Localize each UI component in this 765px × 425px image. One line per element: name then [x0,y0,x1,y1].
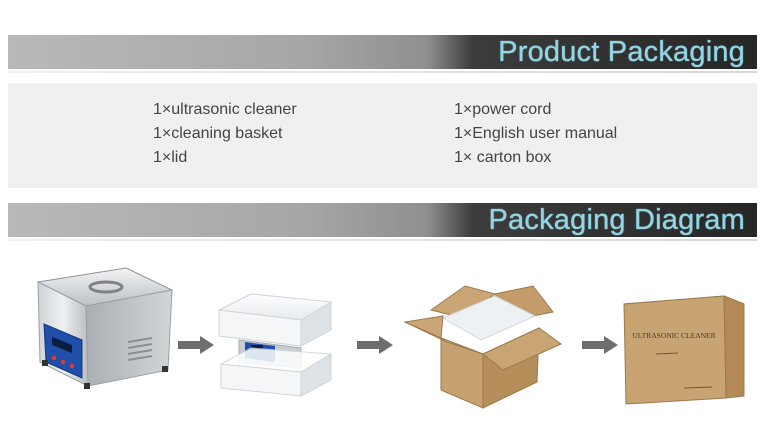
arrow-right-icon [178,336,214,354]
package-contents-panel: 1×ultrasonic cleaner 1×cleaning basket 1… [8,83,757,188]
banner-underline [8,71,757,73]
contents-item: 1× carton box [454,149,552,166]
contents-item: 1×ultrasonic cleaner [153,101,297,118]
contents-right-column: 1×power cord 1×English user manual 1× ca… [454,98,617,170]
product-packaging-title: Product Packaging [498,36,745,68]
closed-carton-image: ULTRASONIC CLEANER [623,295,745,405]
contents-left-column: 1×ultrasonic cleaner 1×cleaning basket 1… [153,98,297,170]
contents-item: 1×power cord [454,101,552,118]
open-carton-image [403,285,562,409]
contents-item: 1×lid [153,149,188,166]
packaging-diagram-title: Packaging Diagram [488,204,745,236]
contents-item: 1×cleaning basket [153,125,283,142]
product-packaging-banner: Product Packaging [8,35,757,73]
arrow-right-icon [582,336,618,354]
ultrasonic-cleaner-image [36,267,174,389]
banner-underline [8,239,757,241]
foam-packed-cleaner-image [217,293,333,397]
carton-label-text: ULTRASONIC CLEANER [632,331,715,340]
contents-item: 1×English user manual [454,125,618,142]
packaging-diagram-banner: Packaging Diagram [8,203,757,241]
arrow-right-icon [357,336,393,354]
